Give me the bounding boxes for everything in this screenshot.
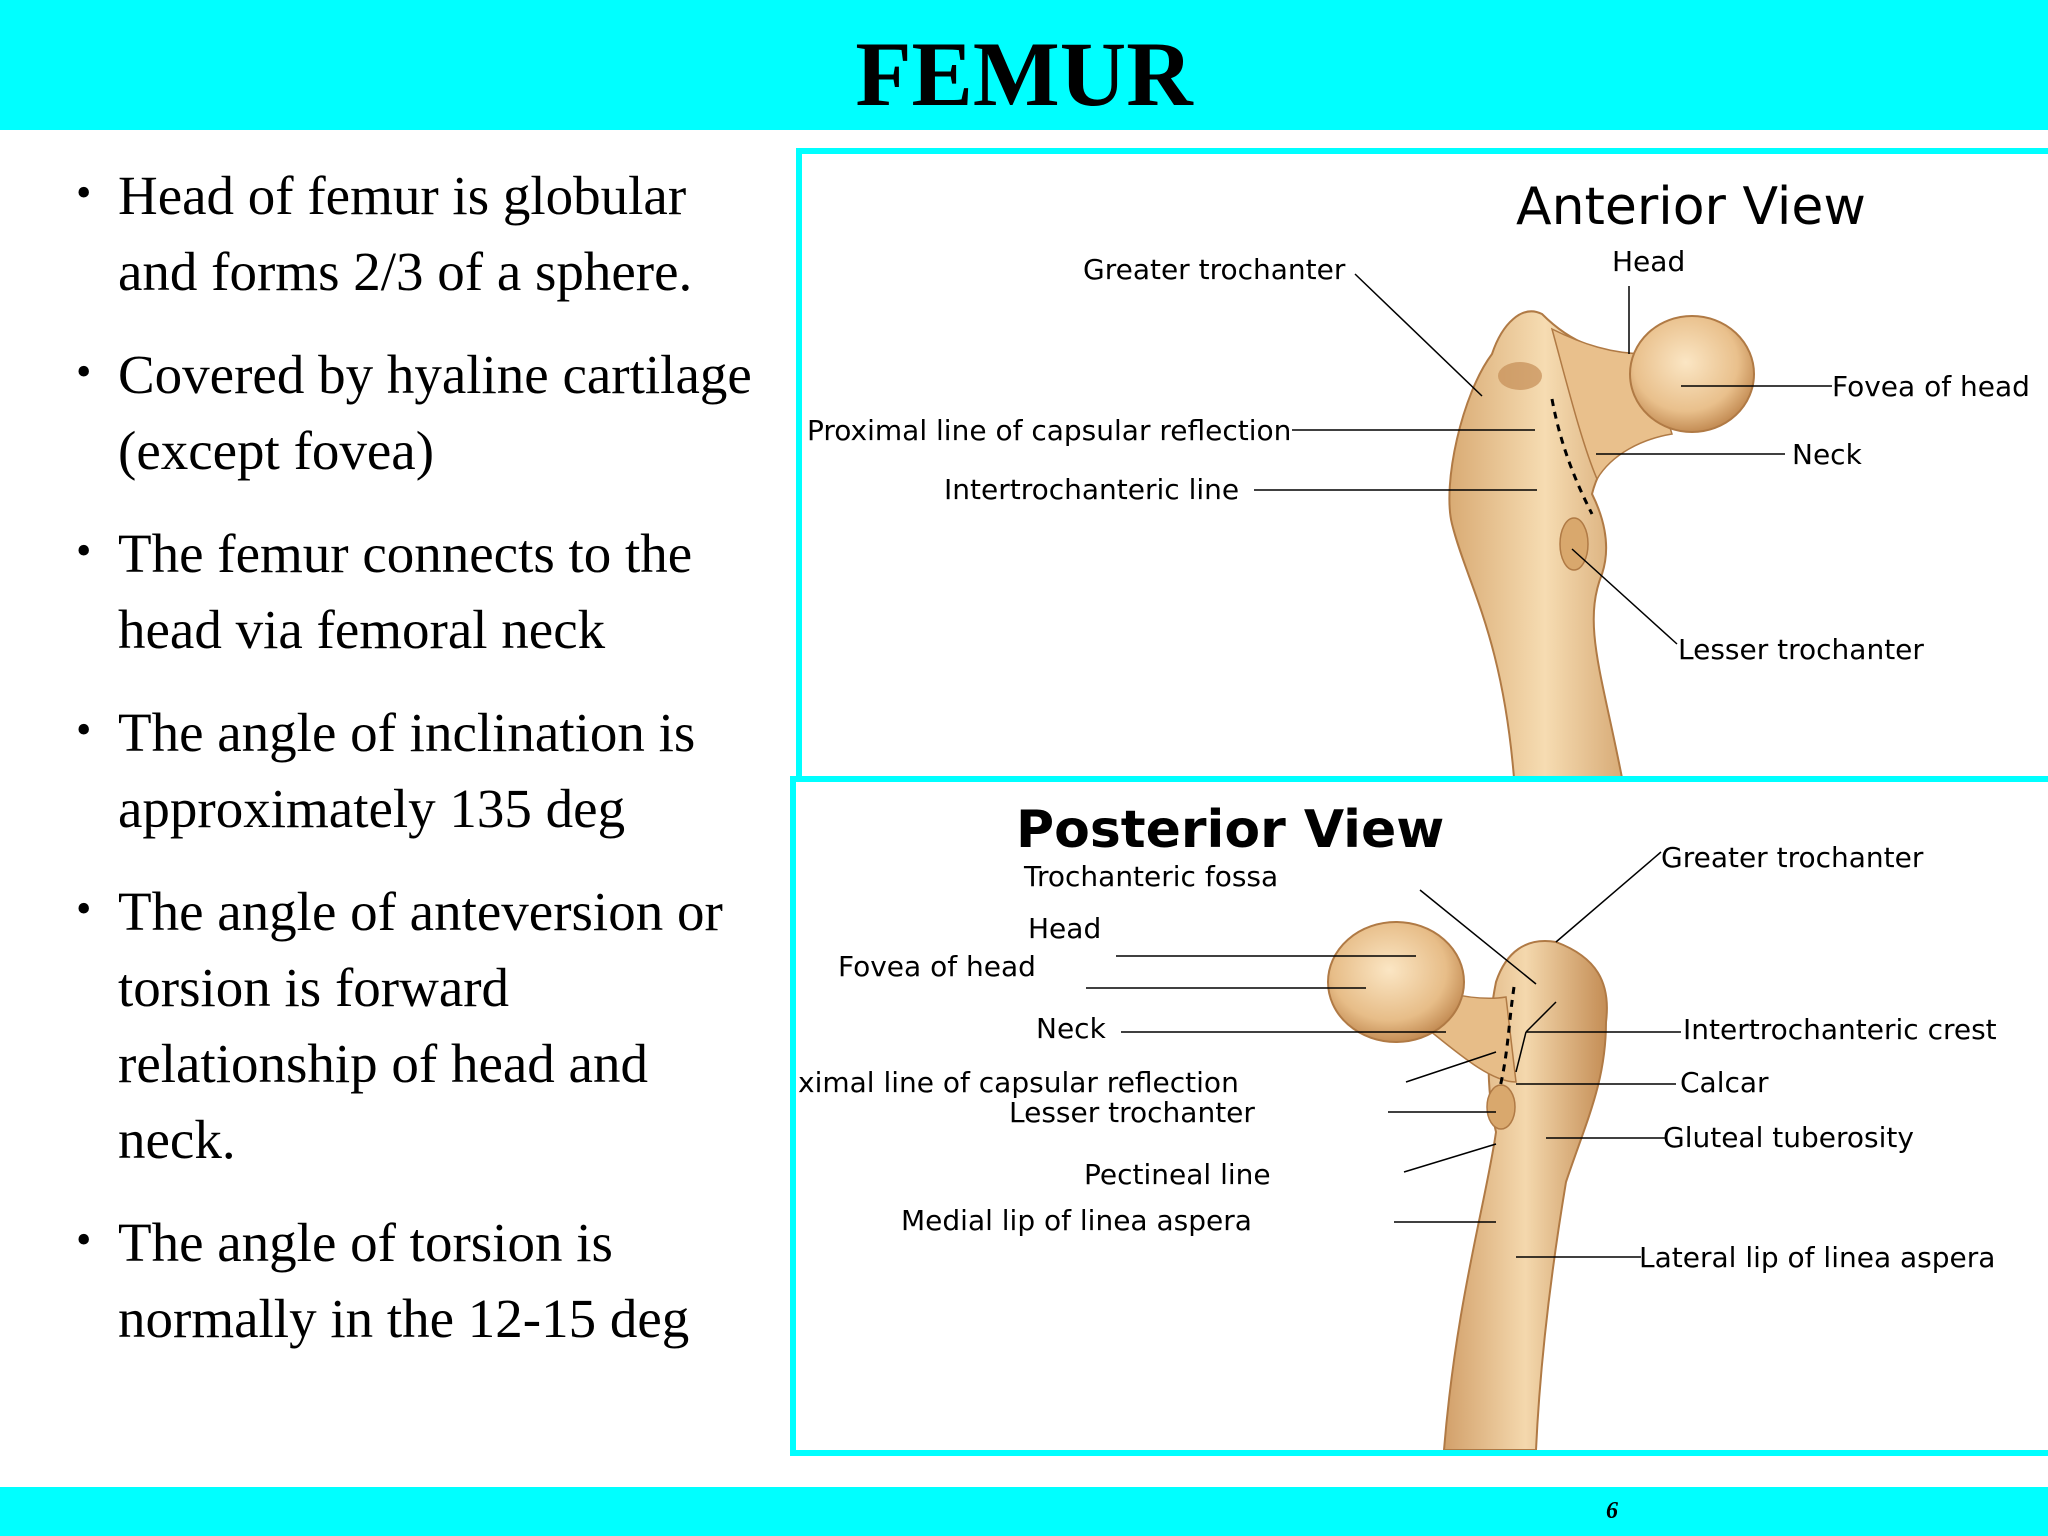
bullet-marker: •: [76, 884, 92, 933]
posterior-femur-illustration: Posterior View Greater trochanter Trocha…: [798, 800, 1997, 1450]
page-number: 6: [1606, 1498, 1618, 1524]
bullet-text: The angle of torsion is normally in the …: [118, 1212, 690, 1349]
bullet-text: Covered by hyaline cartilage (except fov…: [118, 344, 752, 481]
label-intertrochanteric-line: Intertrochanteric line: [944, 473, 1239, 506]
femur-bone-anterior: [1448, 310, 1755, 778]
bullet-marker: •: [76, 347, 92, 396]
bullet-item: • Head of femur is globular and forms 2/3…: [70, 158, 770, 310]
label-greater-trochanter: Greater trochanter: [1083, 253, 1346, 286]
bullet-item: • Covered by hyaline cartilage (except fo…: [70, 337, 770, 489]
label-lesser-trochanter: Lesser trochanter: [1678, 633, 1924, 666]
anterior-view-title: Anterior View: [1516, 177, 1866, 237]
label-greater-trochanter: Greater trochanter: [1661, 841, 1924, 874]
bullet-item: • The angle of inclination is approximate…: [70, 695, 770, 847]
femur-bone-posterior: [1327, 921, 1608, 1450]
label-lesser-trochanter: Lesser trochanter: [1009, 1096, 1255, 1129]
label-gluteal-tuberosity: Gluteal tuberosity: [1663, 1121, 1914, 1154]
bullet-marker: •: [76, 1215, 92, 1264]
anterior-leader-lines: [1254, 273, 1832, 645]
posterior-view-panel: Posterior View Greater trochanter Trocha…: [790, 776, 2048, 1456]
label-proximal-line: Proximal line of capsular reflection: [807, 414, 1291, 447]
label-proximal-line: ximal line of capsular reflection: [798, 1066, 1239, 1099]
label-neck: Neck: [1792, 438, 1863, 471]
label-head: Head: [1028, 912, 1101, 945]
bullet-item: • The femur connects to the head via femo…: [70, 516, 770, 668]
label-head: Head: [1612, 245, 1685, 278]
label-lateral-lip: Lateral lip of linea aspera: [1639, 1241, 1995, 1274]
anterior-view-panel: Anterior View Greater trochanter Head Fo…: [796, 148, 2048, 784]
bullet-text: The angle of inclination is approximatel…: [118, 702, 696, 839]
bullet-marker: •: [76, 526, 92, 575]
bullet-item: • The angle of torsion is normally in the…: [70, 1205, 770, 1357]
footer-bar: [0, 1487, 2048, 1536]
bullet-marker: •: [76, 168, 92, 217]
label-calcar: Calcar: [1680, 1066, 1769, 1099]
label-fovea-of-head: Fovea of head: [838, 950, 1036, 983]
bullet-text: Head of femur is globular and forms 2/3 …: [118, 165, 693, 302]
label-pectineal-line: Pectineal line: [1084, 1158, 1271, 1191]
bullet-marker: •: [76, 705, 92, 754]
header-bar: [0, 0, 2048, 130]
label-medial-lip: Medial lip of linea aspera: [901, 1204, 1252, 1237]
posterior-leader-lines: [1086, 851, 1681, 1258]
label-neck: Neck: [1036, 1012, 1107, 1045]
anterior-femur-illustration: Anterior View Greater trochanter Head Fo…: [807, 177, 2030, 778]
label-trochanteric-fossa: Trochanteric fossa: [1023, 860, 1278, 893]
label-intertrochanteric-crest: Intertrochanteric crest: [1683, 1013, 1997, 1046]
label-fovea-of-head: Fovea of head: [1832, 370, 2030, 403]
bullet-item: • The angle of anteversion or torsion is …: [70, 874, 770, 1178]
posterior-view-title: Posterior View: [1016, 800, 1444, 860]
slide-title: FEMUR: [855, 23, 1193, 125]
bullet-list: • Head of femur is globular and forms 2/3…: [70, 158, 770, 1384]
bullet-text: The femur connects to the head via femor…: [118, 523, 693, 660]
bullet-text: The angle of anteversion or torsion is f…: [118, 881, 723, 1170]
